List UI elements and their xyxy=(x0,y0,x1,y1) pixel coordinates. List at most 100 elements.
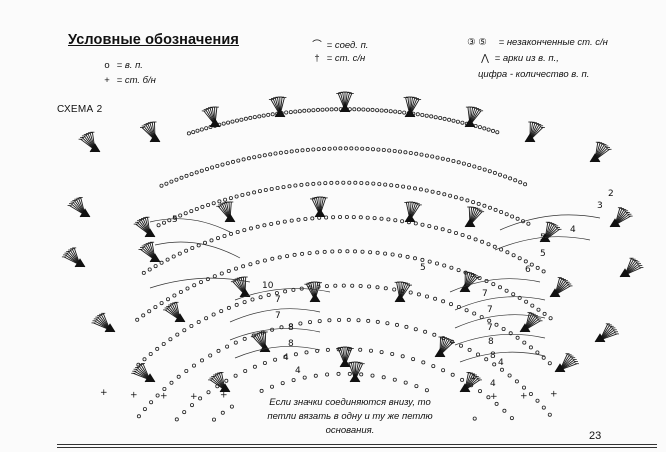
chain-stitch xyxy=(517,256,522,261)
chain-stitch xyxy=(248,226,253,231)
chain-stitch xyxy=(172,293,177,298)
legend-title: Условные обозначения xyxy=(68,32,239,48)
chain-stitch xyxy=(377,182,382,187)
chain-stitch xyxy=(330,249,335,254)
chain-stitch xyxy=(347,180,352,185)
chain-stitch xyxy=(406,185,411,190)
chain-stitch xyxy=(235,229,240,234)
chain-stitch xyxy=(541,405,546,410)
chain-stitch xyxy=(335,180,340,185)
chain-stitch xyxy=(224,378,229,383)
chain-stitch xyxy=(322,146,327,151)
chain-stitch xyxy=(243,368,248,373)
chain-stitch xyxy=(424,113,429,118)
chain-stitch xyxy=(372,216,377,221)
chain-stitch xyxy=(182,328,187,333)
chain-stitch xyxy=(219,309,224,314)
chain-stitch xyxy=(292,252,297,257)
chain-stitch xyxy=(467,347,472,352)
chain-stitch xyxy=(159,301,164,306)
chain-stitch xyxy=(196,243,201,248)
chain-stitch xyxy=(199,168,204,173)
note-line-2: петли вязать в одну и ту же петлю xyxy=(267,411,433,422)
chain-stitch xyxy=(262,153,267,158)
chain-stitch xyxy=(433,296,438,301)
bottom-rule-2 xyxy=(57,447,657,448)
chain-stitch xyxy=(303,216,308,221)
chain-stitch xyxy=(517,295,522,300)
arch-mark xyxy=(174,313,186,323)
chain-stitch xyxy=(447,229,452,234)
chain-stitch xyxy=(164,181,169,186)
chain-stitch xyxy=(397,110,402,115)
chain-stitch xyxy=(421,360,426,365)
arch-mark xyxy=(524,133,536,143)
chain-stitch xyxy=(499,367,504,372)
chain-stitch xyxy=(423,329,428,334)
schema-label: СХЕМА 2 xyxy=(57,104,103,115)
chain-stitch xyxy=(393,109,398,114)
legend-label-chain: = в. п. xyxy=(116,60,143,71)
chain-stitch xyxy=(153,264,158,269)
chain-stitch xyxy=(178,289,183,294)
chain-stitch xyxy=(211,201,216,206)
chain-stitch xyxy=(136,414,141,419)
chain-stitch xyxy=(515,335,520,340)
chain-stitch xyxy=(311,147,316,152)
chain-stitch xyxy=(250,297,255,302)
arch-mark xyxy=(274,108,286,118)
chain-stitch xyxy=(548,316,553,321)
chain-stitch xyxy=(222,233,227,238)
chain-stitch xyxy=(353,180,358,185)
chain-stitch xyxy=(226,120,231,125)
double-crochet-icon: † xyxy=(314,53,320,64)
chain-stitch xyxy=(192,283,197,288)
chain-stitch xyxy=(471,200,476,205)
arch-mark xyxy=(339,103,351,113)
arch-mark xyxy=(459,283,471,293)
chain-stitch xyxy=(288,323,293,328)
chain-stitch xyxy=(424,294,429,299)
chain-stitch xyxy=(300,148,305,153)
chain-stitch xyxy=(242,228,247,233)
chain-stitch xyxy=(336,371,341,376)
arch-mark xyxy=(464,218,476,228)
chain-stitch xyxy=(270,112,275,117)
arch-mark xyxy=(539,233,551,243)
chain-stitch xyxy=(447,117,452,122)
chain-stitch xyxy=(263,187,268,192)
chain-stitch xyxy=(507,373,512,378)
chain-stitch xyxy=(269,384,274,389)
chain-stitch xyxy=(333,283,338,288)
chain-stitch xyxy=(365,146,370,151)
chain-stitch xyxy=(262,258,267,263)
chain-stitch xyxy=(403,380,408,385)
chain-stitch xyxy=(320,107,325,112)
chain-stitch xyxy=(288,110,293,115)
chain-stitch xyxy=(441,299,446,304)
chain-stitch xyxy=(424,188,429,193)
chain-stitch xyxy=(456,160,461,165)
chain-stitch xyxy=(338,146,343,151)
chain-stitch xyxy=(228,196,233,201)
chain-stitch xyxy=(458,343,463,348)
chain-arch xyxy=(454,333,546,346)
chain-stitch xyxy=(261,113,266,118)
chain-stitch xyxy=(508,176,513,181)
chain-stitch xyxy=(359,180,364,185)
chain-stitch xyxy=(233,373,238,378)
chain-stitch xyxy=(453,195,458,200)
arch-count-label: 4 xyxy=(283,353,289,363)
chain-stitch xyxy=(394,322,399,327)
chain-stitch xyxy=(252,364,257,369)
chain-stitch xyxy=(257,154,262,159)
chain-stitch xyxy=(451,118,456,123)
chain-stitch xyxy=(511,292,516,297)
chain-stitch xyxy=(229,404,234,409)
chain-stitch xyxy=(484,357,489,362)
arch-mark xyxy=(464,118,476,128)
chain-stitch xyxy=(205,277,210,282)
chain-stitch xyxy=(477,275,482,280)
chain-stitch xyxy=(242,300,247,305)
arch-mark xyxy=(519,323,531,333)
